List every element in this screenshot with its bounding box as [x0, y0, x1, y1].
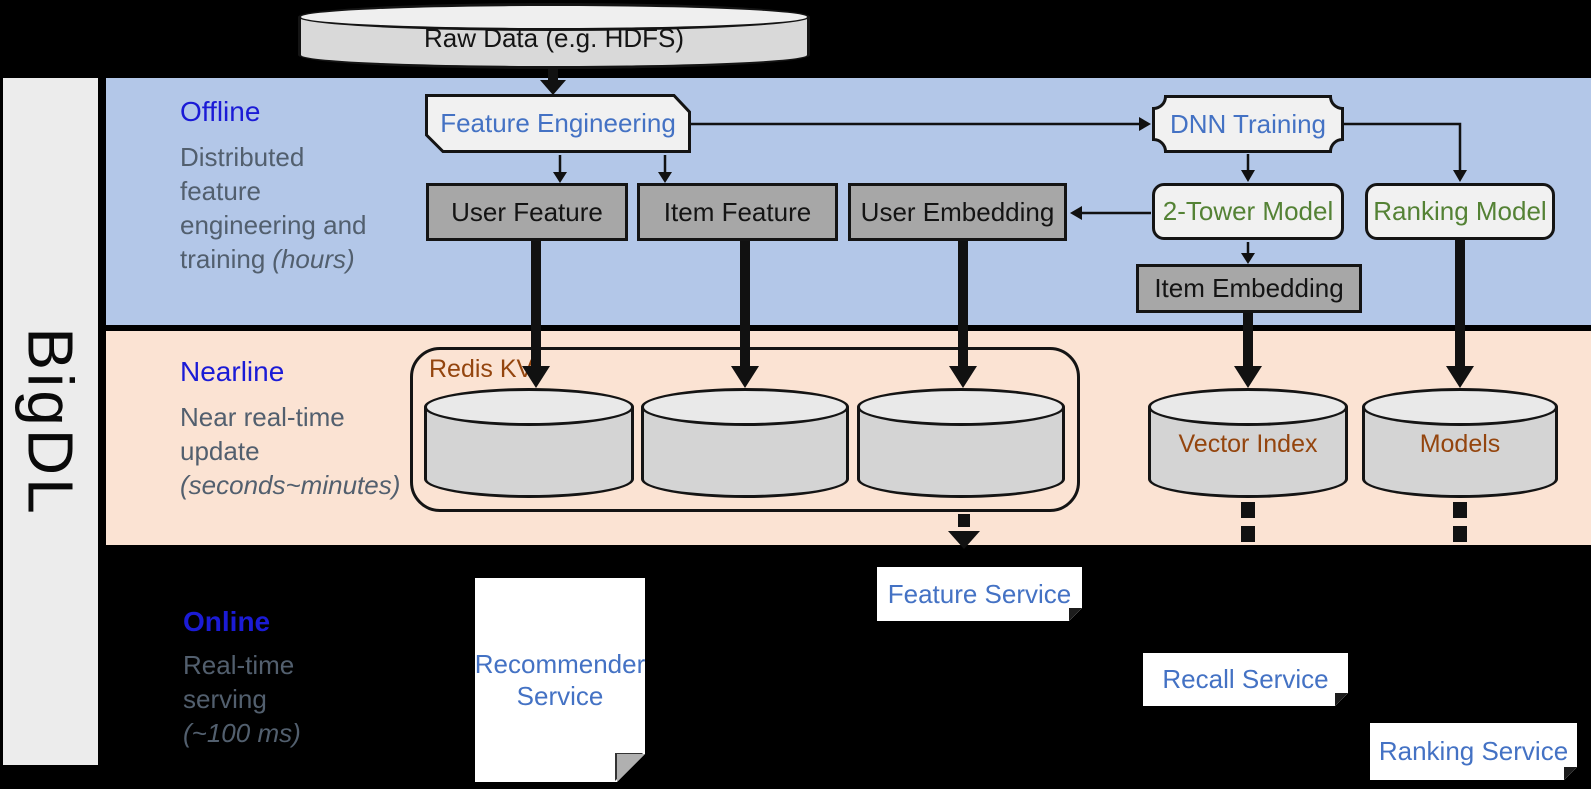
- recommender-service-label: Recommender Service: [474, 649, 646, 711]
- dash-models-2: [1453, 526, 1467, 542]
- online-desc-line2: serving: [183, 684, 267, 714]
- nearline-desc-line2: update: [180, 436, 260, 466]
- arrowhead-redis-to-feature-service: [948, 531, 980, 549]
- offline-desc-line4: training(hours): [180, 244, 355, 274]
- offline-desc-line1: Distributed: [180, 142, 305, 172]
- recall-service-node: Recall Service: [1143, 653, 1348, 706]
- dashed-connectors: [948, 502, 1467, 549]
- ranking-service-node: Ranking Service: [1370, 723, 1577, 780]
- dnn-training-node: DNN Training: [1152, 95, 1344, 153]
- online-desc-line3: (~100 ms): [183, 718, 301, 748]
- thin-connectors: [558, 122, 1462, 253]
- online-desc-line1: Real-time: [183, 650, 295, 680]
- vector-index-store: Vector Index: [1148, 388, 1348, 498]
- user-embedding-label: User Embedding: [860, 196, 1055, 227]
- plaque-shape: [1152, 95, 1344, 153]
- user-feature-label: User Feature: [451, 196, 603, 227]
- snip-corner-shape: [425, 94, 691, 153]
- two-tower-model-label: 2-Tower Model: [1162, 196, 1334, 226]
- feature-engineering-label: Feature Engineering: [440, 108, 676, 138]
- redis-store-cylinder-1: [424, 388, 634, 498]
- feature-service-label: Feature Service: [887, 578, 1072, 609]
- thick-arrowheads: [522, 80, 1474, 388]
- two-tower-model-node: 2-Tower Model: [1152, 183, 1344, 240]
- item-embedding-node: Item Embedding: [1136, 264, 1362, 313]
- dnn-training-label: DNN Training: [1169, 108, 1327, 139]
- offline-desc-line2: feature: [180, 176, 261, 206]
- offline-lane-description: Distributed feature engineering and trai…: [180, 140, 367, 276]
- nearline-desc-line3: (seconds~minutes): [180, 470, 401, 500]
- user-embedding-node: User Embedding: [848, 183, 1067, 241]
- dash-vector-index-1: [1241, 502, 1255, 518]
- user-feature-node: User Feature: [426, 183, 628, 241]
- recall-service-label: Recall Service: [1162, 664, 1329, 694]
- feature-service-node: Feature Service: [877, 567, 1082, 621]
- arrow-dnn-to-ranking: [1341, 122, 1462, 170]
- offline-desc-line3: engineering and: [180, 210, 367, 240]
- item-feature-label: Item Feature: [663, 196, 812, 227]
- item-feature-node: Item Feature: [637, 183, 838, 241]
- dash-models-1: [1453, 502, 1467, 518]
- online-lane-description: Real-time serving (~100 ms): [183, 648, 301, 750]
- item-embedding-label: Item Embedding: [1154, 273, 1344, 303]
- thick-connectors: [531, 60, 1465, 366]
- nearline-desc-line1: Near real-time: [180, 402, 345, 432]
- feature-engineering-node: Feature Engineering: [425, 94, 691, 153]
- ranking-model-node: Ranking Model: [1365, 183, 1555, 240]
- offline-lane-title: Offline: [180, 96, 261, 127]
- dash-redis-to-feature-service: [958, 514, 970, 527]
- thin-arrowheads: [553, 117, 1467, 264]
- redis-kv-label: Redis KV: [429, 355, 534, 383]
- recommender-service-node: Recommender Service: [475, 578, 645, 782]
- raw-data-store: Raw Data (e.g. HDFS): [298, 3, 810, 69]
- models-label: Models: [1419, 430, 1501, 458]
- vector-index-label: Vector Index: [1178, 430, 1318, 458]
- redis-store-cylinder-2: [641, 388, 849, 498]
- raw-data-label: Raw Data (e.g. HDFS): [423, 23, 685, 53]
- redis-store-cylinder-3: [857, 388, 1065, 498]
- dash-vector-index-2: [1241, 526, 1255, 542]
- online-lane-title: Online: [183, 606, 271, 637]
- models-store: Models: [1362, 388, 1558, 498]
- bigdl-sidebar: BigDL: [3, 78, 98, 765]
- ranking-model-label: Ranking Model: [1373, 196, 1547, 226]
- ranking-service-label: Ranking Service: [1378, 736, 1569, 766]
- nearline-lane-title: Nearline: [180, 356, 285, 387]
- nearline-lane-description: Near real-time update (seconds~minutes): [180, 400, 400, 502]
